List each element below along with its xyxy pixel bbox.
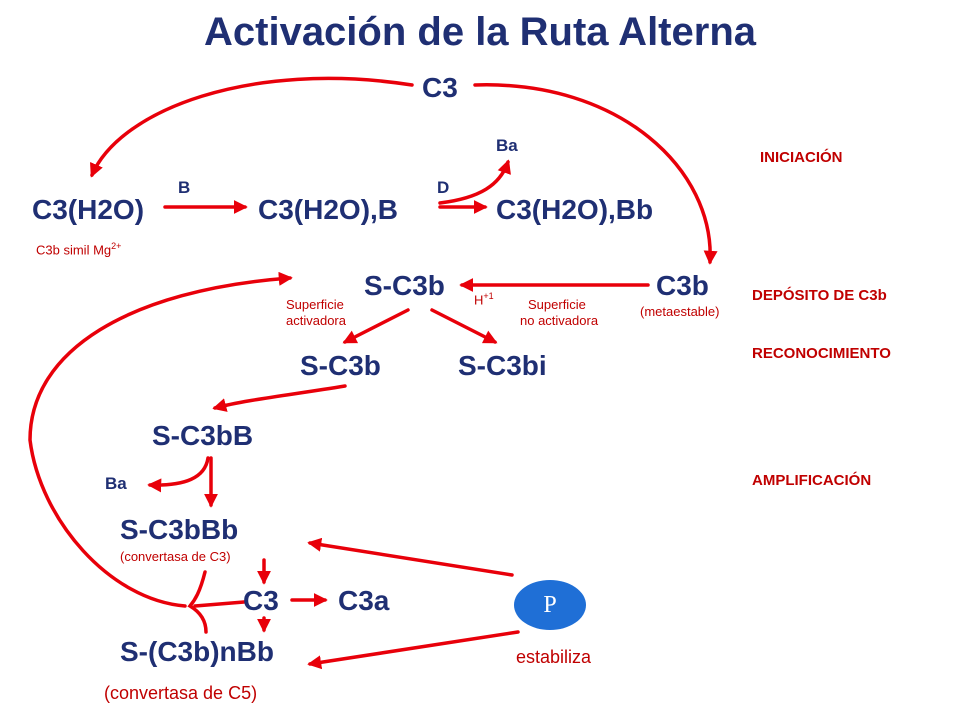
label-estabiliza: estabiliza [516,647,592,667]
arrow-to-sc3bi [430,308,498,344]
arrow-p-to-sc3bbb [307,537,514,577]
label-sup-activadora-1: Superficie [286,297,344,312]
arrow-c3-to-c3h2o [90,76,414,178]
node-s-c3b-top: S-C3b [364,270,445,301]
loop-amplification [28,271,293,608]
node-s-c3bb: S-C3bB [152,420,254,451]
label-b: B [178,178,191,197]
merge-branch [193,600,246,608]
label-sup-no-activadora-2: no activadora [520,313,599,328]
node-c3h2o-b: C3(H2O),B [258,194,399,225]
node-c3a: C3a [338,585,390,616]
node-c3-top: C3 [422,72,458,103]
label-sup-activadora-2: activadora [286,313,346,328]
node-c3-low: C3 [243,585,279,616]
stage-iniciacion: INICIACIÓN [760,149,843,166]
page-title: Activación de la Ruta Alterna [204,10,756,54]
node-c3h2o-bb: C3(H2O),Bb [496,194,654,225]
node-c3b: C3b [656,270,709,301]
arrow-to-sc3b [342,308,410,344]
properdin-label: P [543,591,557,618]
node-c3h2o: C3(H2O) [32,194,145,225]
label-metaestable: (metaestable) [640,304,720,319]
properdin-circle: P [514,580,586,630]
node-s-c3bbb: S-C3bBb [120,514,239,545]
node-ba-top: Ba [496,136,518,155]
stage-deposito: DEPÓSITO DE C3b [752,287,887,304]
merge-curve [187,570,208,634]
label-convertasa-c5: (convertasa de C5) [104,683,258,703]
label-sup-no-activadora-1: Superficie [528,297,586,312]
c3b-simil-note: C3b simil Mg2+ [36,241,122,258]
arrow-c3-to-c3b [473,83,718,265]
stage-reconocimiento: RECONOCIMIENTO [752,345,891,362]
arrow-to-sc3bb [212,384,347,412]
node-s-c3bnbb: S-(C3b)nBb [120,636,274,667]
arrow-ba-top [438,159,511,205]
arrow-p-to-sc3bnbb [307,630,520,670]
stage-amplificacion: AMPLIFICACIÓN [752,472,872,489]
node-ba-mid: Ba [105,474,127,493]
label-d: D [437,178,450,197]
label-h: H+1 [474,291,494,308]
node-s-c3b: S-C3b [300,350,381,381]
node-s-c3bi: S-C3bi [458,350,547,381]
arrow-to-ba-mid [147,456,210,493]
label-convertasa-c3: (convertasa de C3) [120,549,231,564]
